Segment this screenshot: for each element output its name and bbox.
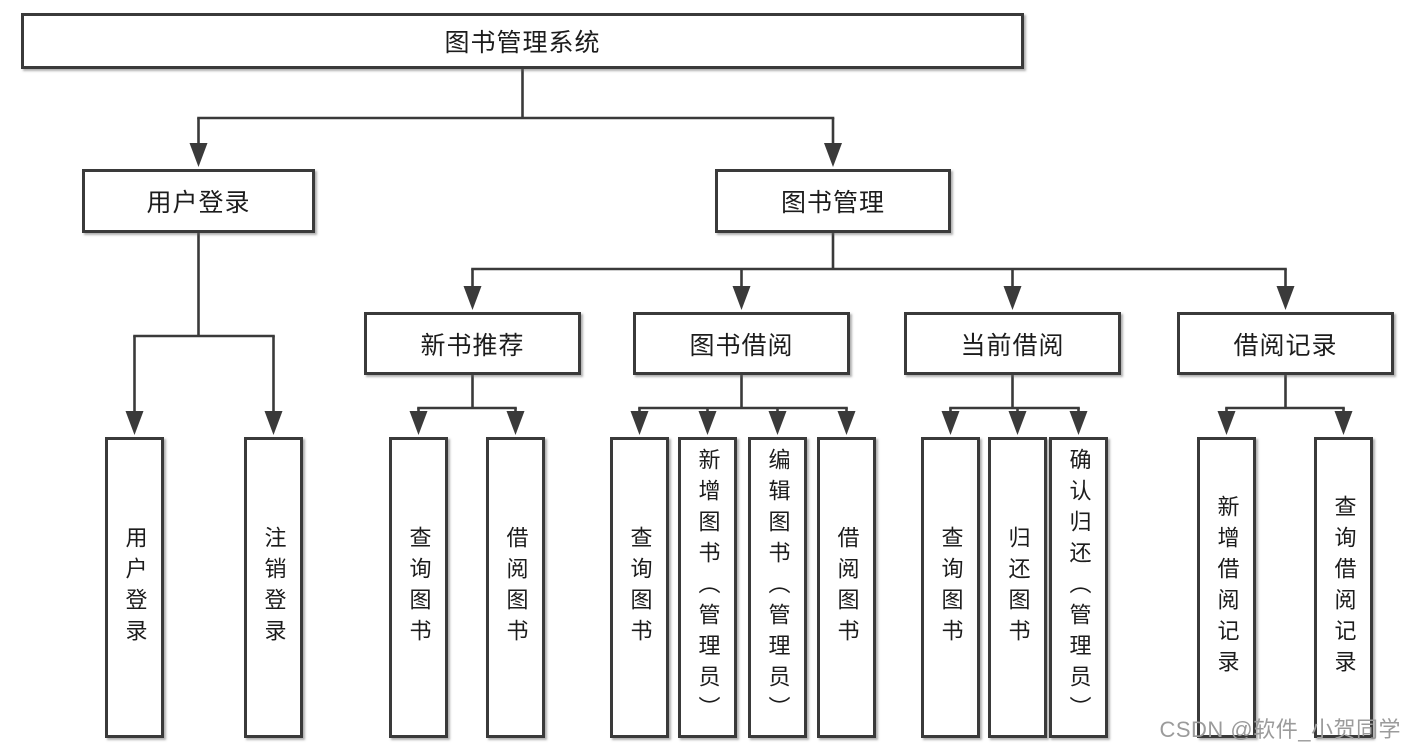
node-book-borrow: 图书借阅 <box>633 312 850 375</box>
node-cb-return: 归还图书 <box>988 437 1047 738</box>
node-bb-query: 查询图书 <box>610 437 669 738</box>
arrow-head-icon <box>189 143 208 167</box>
node-bb-edit: 编辑图书（管理员） <box>748 437 807 738</box>
arrow-head-icon <box>125 411 144 435</box>
node-br-add: 新增借阅记录 <box>1197 437 1256 738</box>
watermark-text: CSDN @软件_小贺同学 <box>1159 717 1401 742</box>
node-root: 图书管理系统 <box>21 13 1024 69</box>
node-bb-add: 新增图书（管理员） <box>678 437 737 738</box>
arrow-head-icon <box>1217 411 1236 435</box>
arrow-head-icon <box>1334 411 1353 435</box>
arrow-head-icon <box>732 286 751 310</box>
arrow-head-icon <box>506 411 525 435</box>
arrow-head-icon <box>1276 286 1295 310</box>
node-login-op: 用户登录 <box>105 437 164 738</box>
node-new-book-rec: 新书推荐 <box>364 312 581 375</box>
node-book-mgmt: 图书管理 <box>715 169 951 233</box>
node-current-borrow: 当前借阅 <box>904 312 1121 375</box>
arrow-head-icon <box>698 411 717 435</box>
arrow-head-icon <box>409 411 428 435</box>
arrow-head-icon <box>463 286 482 310</box>
arrow-head-icon <box>1003 286 1022 310</box>
arrow-head-icon <box>1069 411 1088 435</box>
node-br-query: 查询借阅记录 <box>1314 437 1373 738</box>
node-borrow-record: 借阅记录 <box>1177 312 1394 375</box>
node-cb-query: 查询图书 <box>921 437 980 738</box>
node-cb-confirm: 确认归还（管理员） <box>1049 437 1108 738</box>
node-user-login: 用户登录 <box>82 169 315 233</box>
arrow-head-icon <box>824 143 842 167</box>
arrow-head-icon <box>768 411 787 435</box>
node-bb-borrow: 借阅图书 <box>817 437 876 738</box>
node-logout-op: 注销登录 <box>244 437 303 738</box>
arrow-head-icon <box>264 411 283 435</box>
arrow-head-icon <box>837 411 856 435</box>
arrow-head-icon <box>630 411 649 435</box>
arrow-head-icon <box>1008 411 1027 435</box>
node-rec-borrow: 借阅图书 <box>486 437 545 738</box>
node-rec-query: 查询图书 <box>389 437 448 738</box>
arrow-head-icon <box>941 411 960 435</box>
